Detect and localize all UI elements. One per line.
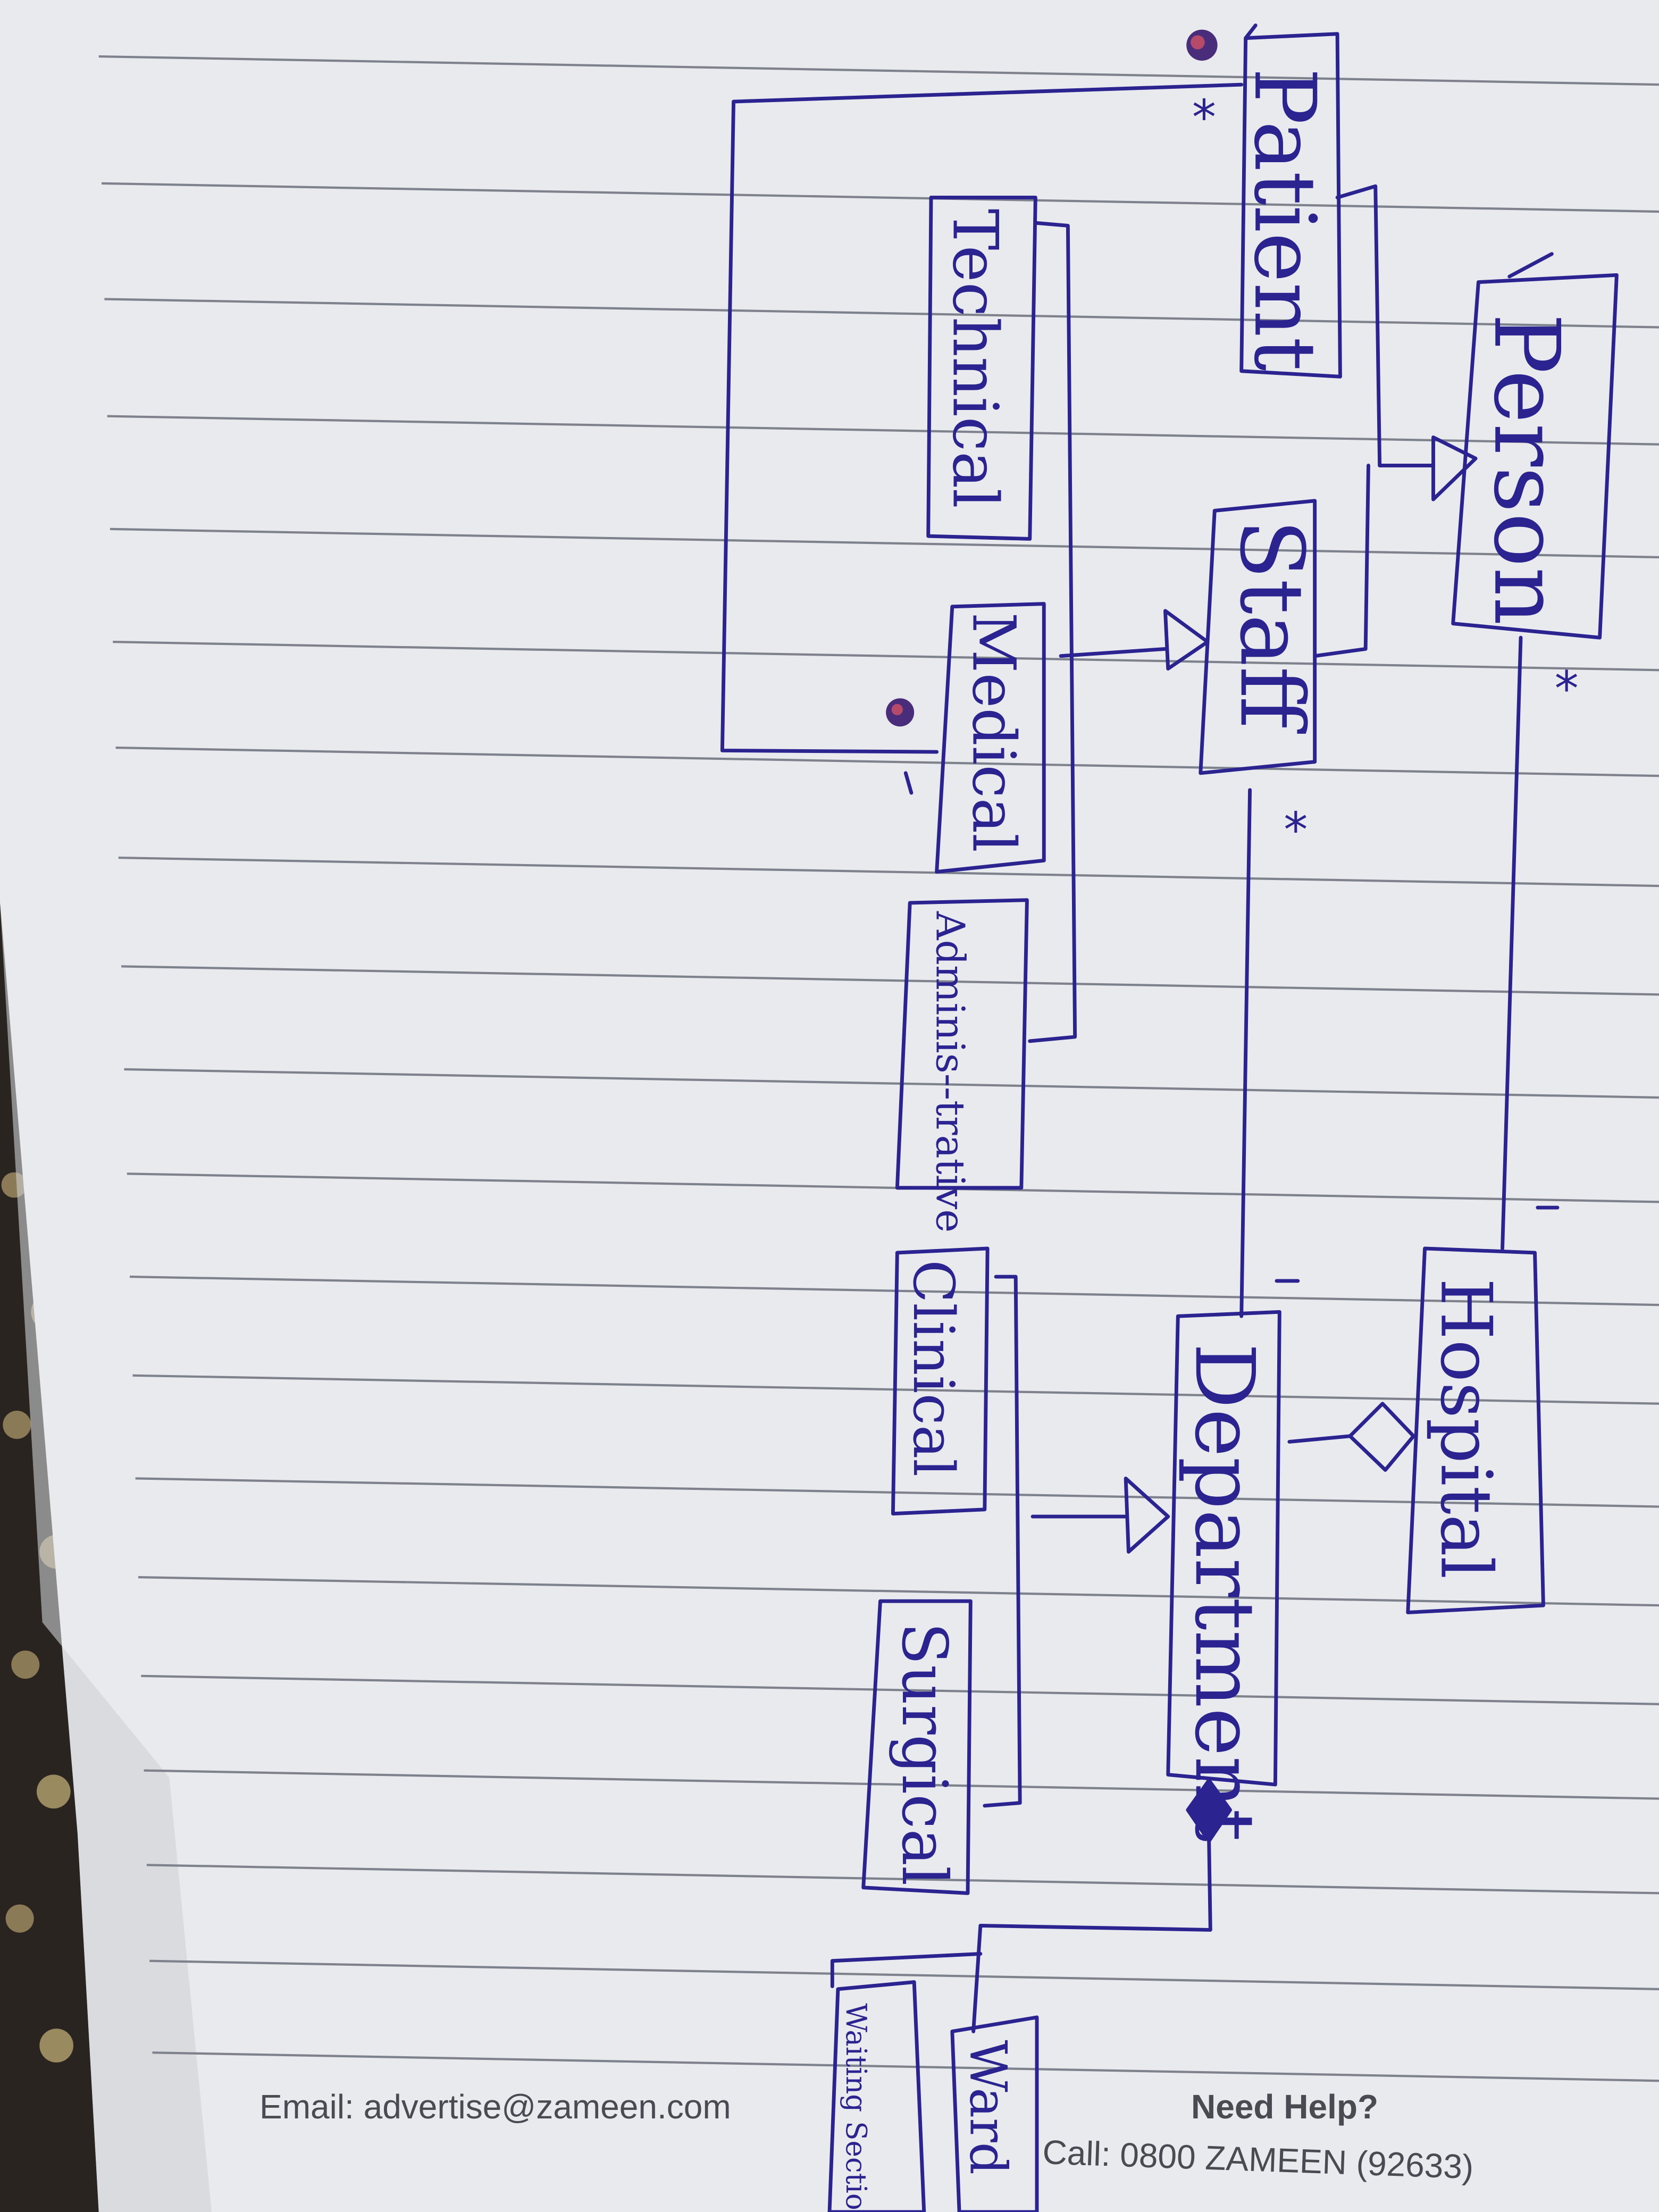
ruled-line — [98, 55, 1659, 86]
footer-help-title: Need Help? — [1191, 2088, 1379, 2126]
class-label-patient: Patient — [1235, 68, 1334, 371]
person-corner-mark — [1507, 252, 1554, 279]
class-box-department — [1166, 1310, 1281, 1787]
aggregation-diamond — [1348, 1402, 1415, 1472]
ruled-line — [104, 298, 1659, 329]
ruled-line — [135, 1477, 1659, 1508]
ruled-line — [113, 641, 1659, 672]
generalization-arrow-staff — [1163, 609, 1210, 671]
ruled-line — [121, 965, 1659, 996]
ruled-line — [115, 747, 1659, 777]
class-box-medical — [935, 602, 1046, 874]
generalization-arrow-department — [1124, 1476, 1170, 1554]
class-label-clinical: Clinical — [900, 1260, 966, 1477]
class-label-technical: Technical — [939, 209, 1011, 508]
class-label-person: Person — [1473, 313, 1579, 625]
multiplicity-star-staff: * — [1284, 802, 1308, 858]
class-box-patient — [1239, 32, 1342, 379]
patient-medical-association — [720, 82, 1244, 754]
class-box-ward — [950, 2015, 1039, 2212]
class-label-waiting-section: Waiting Section — [840, 2003, 873, 2212]
class-labels: Patient Person Technical Staff Medical A… — [840, 68, 1579, 2212]
class-label-department: Department — [1177, 1343, 1272, 1842]
waiting-section-frame — [830, 1952, 983, 1988]
ruled-line — [130, 1275, 1659, 1306]
class-box-person — [1451, 273, 1619, 640]
subclass-bus-department — [983, 1275, 1022, 1808]
ink-blots — [886, 29, 1218, 727]
ruled-line — [144, 1769, 1659, 1800]
generalization-arrow-person — [1431, 435, 1478, 501]
ruled-line — [110, 527, 1659, 559]
multiplicity-star-patient: * — [1192, 90, 1216, 146]
class-box-staff — [1199, 499, 1317, 775]
multiplicity-star-person: * — [1555, 661, 1579, 717]
class-box-waiting-section — [827, 1980, 926, 2212]
patient-tick — [1244, 23, 1258, 40]
class-box-clinical — [891, 1246, 990, 1516]
ruled-line — [127, 1172, 1659, 1203]
ruled-line — [124, 1068, 1659, 1099]
ruled-line — [138, 1576, 1659, 1607]
patient-to-person-line — [1335, 184, 1435, 467]
ruled-lines — [98, 55, 1659, 2082]
class-box-hospital — [1406, 1246, 1545, 1614]
ruled-line — [141, 1674, 1659, 1706]
class-label-staff: Staff — [1221, 519, 1323, 734]
ruled-line — [107, 415, 1659, 446]
class-box-technical — [926, 195, 1037, 541]
ink-blot-medical-core — [891, 703, 903, 716]
medical-to-staff-line — [1059, 647, 1167, 658]
multiplicity-one-medical — [903, 771, 914, 795]
class-label-hospital: Hospital — [1425, 1278, 1506, 1579]
class-box-surgical — [861, 1599, 973, 1895]
class-label-administrative: Adminis--trative — [927, 911, 974, 1233]
person-hospital-association — [1501, 635, 1523, 1251]
composition-diamond — [1186, 1778, 1232, 1843]
ruled-line — [118, 856, 1659, 887]
paper-shadow — [0, 902, 212, 2212]
ruled-line — [152, 2051, 1659, 2082]
diagram-ink — [720, 23, 1619, 2212]
ink-blot-patient-core — [1191, 35, 1205, 49]
ruled-line — [101, 182, 1659, 213]
ruled-line — [146, 1864, 1659, 1895]
staff-to-person-line — [1313, 464, 1370, 658]
department-composition-line — [971, 1839, 1212, 2033]
multiplicity-stars: * * * — [1192, 90, 1579, 858]
staff-department-association — [1239, 788, 1252, 1318]
class-label-ward: Ward — [958, 2040, 1018, 2175]
footer-email: Email: advertise@zameen.com — [259, 2088, 731, 2126]
department-hospital-aggregation-line — [1287, 1434, 1352, 1444]
subclass-bus-staff — [1028, 221, 1077, 1043]
class-box-administrative — [895, 898, 1029, 1190]
ruled-line — [149, 1959, 1659, 1990]
class-label-surgical: Surgical — [888, 1622, 960, 1886]
class-label-medical: Medical — [959, 612, 1028, 852]
